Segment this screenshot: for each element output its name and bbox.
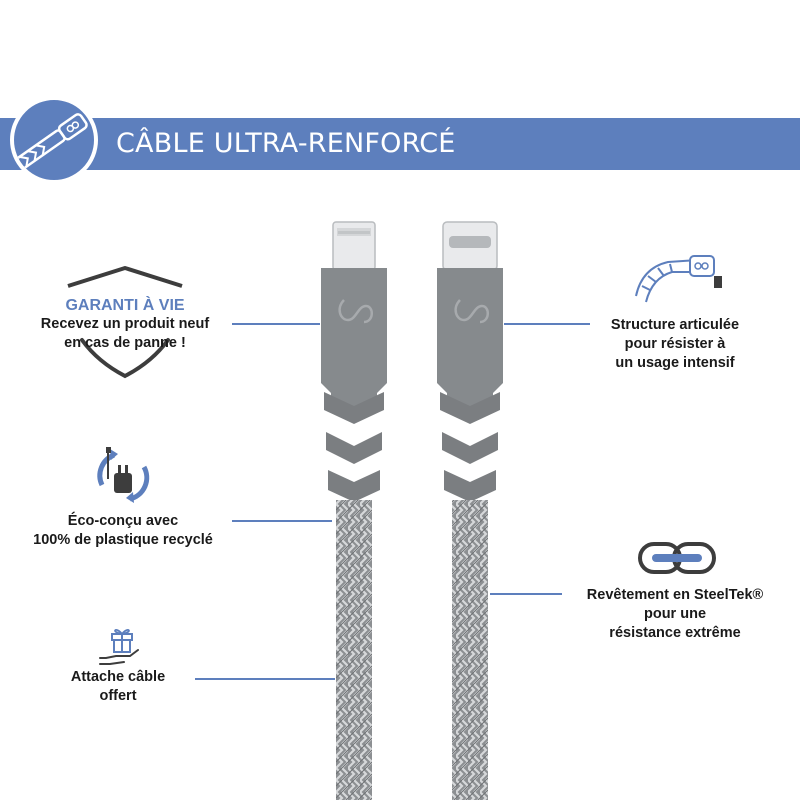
page-title: CÂBLE ULTRA-RENFORCÉ [116, 128, 456, 159]
coating-line-2: pour une [643, 606, 707, 622]
recycle-charger-icon [97, 447, 150, 503]
warranty-lead-line [232, 323, 320, 325]
structure-line-2: pour résister à [624, 336, 726, 352]
articulated-cable-icon [635, 255, 722, 303]
coating-line-3: résistance extrême [609, 625, 741, 641]
title-banner [0, 118, 800, 170]
gift-hand-icon [99, 629, 139, 665]
eco-line-1: Éco-conçu avec [67, 513, 179, 529]
tie-line-1: Attache câble [70, 669, 166, 685]
eco-lead-line [232, 520, 332, 522]
warranty-title: GARANTI À VIE [65, 297, 185, 314]
coating-line-1: Revêtement en SteelTek® [586, 587, 764, 603]
chain-link-icon [638, 542, 716, 574]
coating-feature: Revêtement en SteelTek® pour une résista… [565, 586, 785, 643]
cables-illustration [321, 221, 503, 800]
structure-line-1: Structure articulée [610, 317, 740, 333]
warranty-feature: GARANTI À VIE Recevez un produit neuf en… [15, 296, 235, 353]
tie-line-2: offert [99, 688, 137, 704]
shield-icon [67, 266, 183, 379]
warranty-line-2: en cas de panne ! [64, 335, 186, 351]
tie-lead-line [195, 678, 335, 680]
structure-line-3: un usage intensif [615, 355, 735, 371]
cable-banner-icon [10, 96, 98, 184]
warranty-line-1: Recevez un produit neuf [40, 316, 210, 332]
eco-line-2: 100% de plastique recyclé [33, 532, 213, 548]
tie-feature: Attache câble offert [8, 668, 228, 706]
eco-feature: Éco-conçu avec 100% de plastique recyclé [8, 512, 238, 550]
structure-feature: Structure articulée pour résister à un u… [565, 316, 785, 373]
coating-lead-line [490, 593, 562, 595]
structure-lead-line [504, 323, 590, 325]
